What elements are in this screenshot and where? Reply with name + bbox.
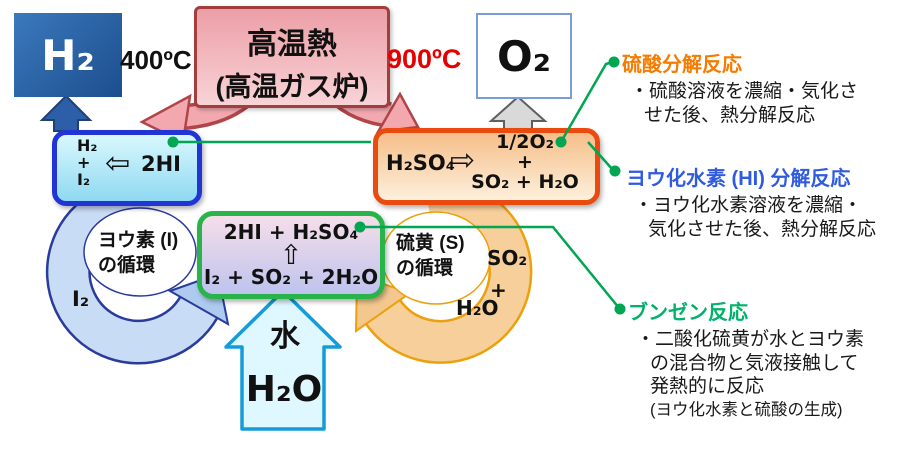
reactor-heat-box: 高温熱 (高温ガス炉) [194,6,390,108]
hi-box-plus: + [77,153,91,172]
hydrogen-product-label: H₂ [41,30,95,80]
water-kanji-label: 水 [270,320,300,353]
annotation-bunsen-note: (ヨウ化水素と硫酸の生成) [650,400,843,419]
left-white-arrow-icon: ⇦ [105,146,131,181]
annotation-sulfuric: 硫酸分解反応 ・硫酸溶液を濃縮・気化さ せた後、熱分解反応 [622,48,858,127]
sulfur-species-so2: SO₂ [487,246,528,270]
sulfuric-decomposition-box: H₂SO₄ ⇨ 1/2O₂ + SO₂ + H₂O [373,128,600,205]
annotation-sulfuric-line2: せた後、熱分解反応 [644,104,816,126]
hi-box-h2: H₂ [77,136,98,155]
h2so4-box-product-so2: SO₂ + H₂O [471,171,579,193]
hydrogen-product-box: H₂ [14,13,122,97]
o2-output-arrow [488,95,548,130]
up-white-arrow-icon: ⇧ [279,240,303,271]
oxygen-product-box: O₂ [476,13,572,99]
hi-box-2hi: 2HI [141,152,182,176]
connector-dot [609,165,621,177]
sulfur-species-h2o: H₂O [456,296,499,320]
annotation-hi-title: ヨウ化水素 (HI) 分解反応 [626,168,851,190]
iodine-cycle-label-line1: ヨウ素 (I) [98,230,179,251]
sulfur-cycle-label-line1: 硫黄 (S) [396,233,465,254]
temp-400c-label: 400ºC [120,45,192,75]
sulfur-cycle-label: 硫黄 (S) の循環 [396,231,465,281]
bunsen-box-reactants: I₂ + SO₂ + 2H₂O [203,265,379,289]
annotation-sulfuric-line1: ・硫酸溶液を濃縮・気化さ [630,81,859,102]
water-formula-label: H₂O [245,369,323,410]
bunsen-box-products: 2HI + H₂SO₄ [223,220,359,244]
annotation-hi: ヨウ化水素 (HI) 分解反応 ・ヨウ化水素溶液を濃縮・ 気化させた後、熱分解反… [626,162,876,241]
annotation-bunsen-line3: 発熱的に反応 [650,376,765,397]
hi-decomposition-box: H₂ + I₂ ⇦ 2HI [52,130,202,206]
oxygen-product-label: O₂ [496,31,552,81]
iodine-species-label: I₂ [72,287,90,311]
sulfur-cycle-label-line2: の循環 [396,258,454,279]
right-white-arrow-icon: ⇨ [450,143,476,178]
bunsen-reaction-box: 2HI + H₂SO₄ ⇧ I₂ + SO₂ + 2H₂O [197,211,385,299]
h2-output-arrow [39,94,93,132]
reactor-heat-line1: 高温熱 [247,28,337,61]
h2so4-box-reactant: H₂SO₄ [386,151,455,175]
iodine-cycle-label: ヨウ素 (I) の循環 [98,228,178,278]
annotation-bunsen: ブンゼン反応 ・二酸化硫黄が水とヨウ素 の混合物と気液接触して 発熱的に反応 (… [628,296,864,422]
annotation-hi-line1: ・ヨウ化水素溶液を濃縮・ [634,195,863,216]
h2so4-box-product-o2: 1/2O₂ [496,131,554,153]
annotation-hi-line2: 気化させた後、熱分解反応 [648,218,877,240]
connector-dot [608,56,620,68]
connector-dot [614,303,626,315]
hi-box-i2: I₂ [77,170,90,189]
annotation-sulfuric-title: 硫酸分解反応 [622,54,742,76]
iodine-cycle-label-line2: の循環 [98,255,156,276]
reactor-heat-line2: (高温ガス炉) [215,72,369,102]
annotation-bunsen-line1: ・二酸化硫黄が水とヨウ素 [636,329,865,350]
annotation-bunsen-title: ブンゼン反応 [628,302,748,324]
temp-900c-label: 900ºC [387,44,462,74]
annotation-bunsen-line2: の混合物と気液接触して [650,352,859,374]
h2so4-box-product-plus: + [517,151,533,173]
